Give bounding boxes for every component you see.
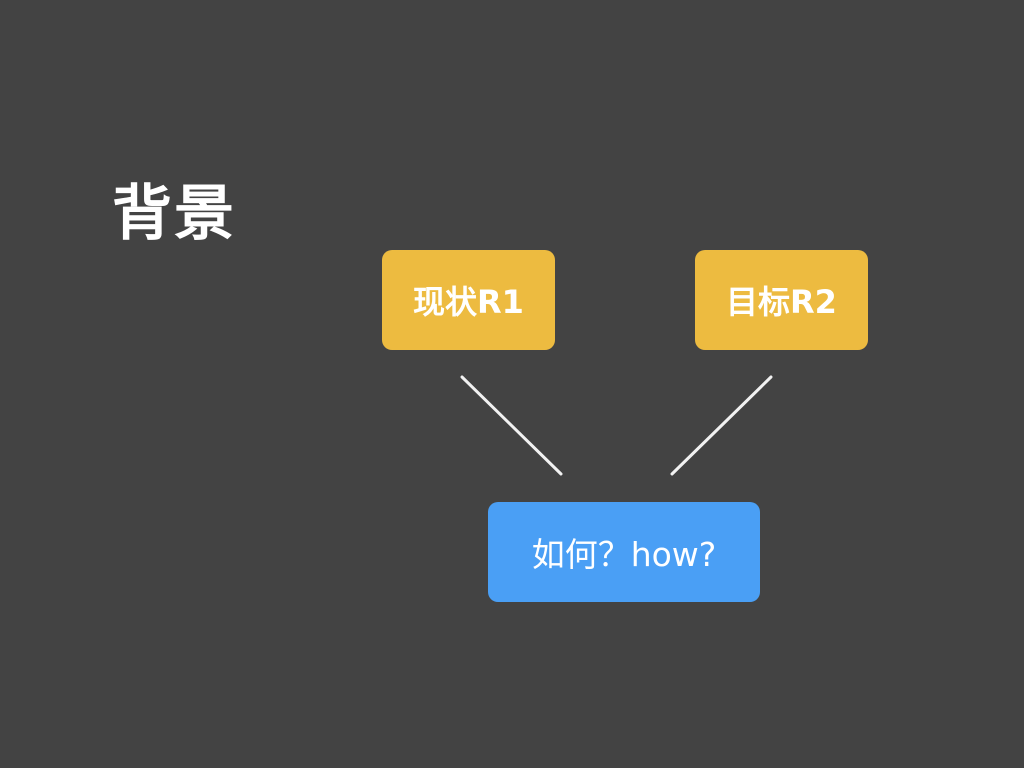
node-target-state-label: 目标R2 <box>726 283 837 321</box>
connector-target-to-how <box>670 375 773 476</box>
node-how-label: 如何？how? <box>531 535 717 574</box>
slide-title: 背景 <box>112 179 236 249</box>
connector-current-to-how <box>460 375 563 476</box>
node-target-state: 目标R2 <box>695 250 868 350</box>
node-current-state: 现状R1 <box>382 250 555 350</box>
node-current-state-label: 现状R1 <box>413 283 524 321</box>
node-how: 如何？how? <box>488 502 760 602</box>
